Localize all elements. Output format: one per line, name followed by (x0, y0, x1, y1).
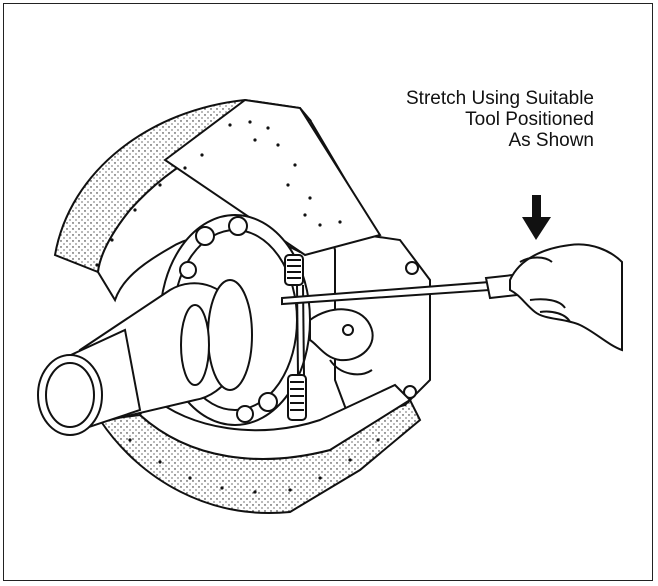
instruction-caption: Stretch Using Suitable Tool Positioned A… (406, 88, 594, 151)
return-spring-icon (284, 254, 307, 421)
down-arrow-icon (522, 195, 551, 240)
hand-icon (509, 243, 623, 352)
lower-brake-shoe (98, 383, 422, 514)
caption-line-2: Tool Positioned (465, 109, 594, 130)
upper-brake-shoe (53, 98, 382, 303)
caption-line-3: As Shown (508, 130, 594, 151)
cam-anchor (309, 308, 374, 376)
caption-line-1: Stretch Using Suitable (406, 88, 594, 109)
axle-spindle (37, 279, 253, 436)
backing-plate (328, 228, 431, 422)
